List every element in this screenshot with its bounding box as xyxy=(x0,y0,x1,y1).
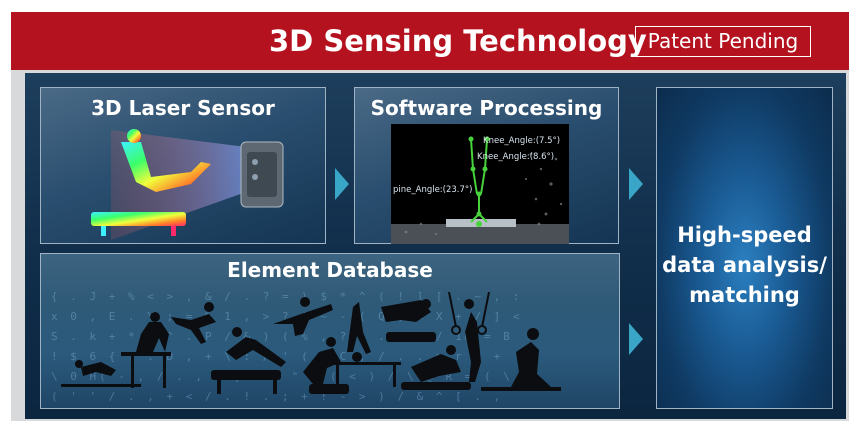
skeleton-tracking-screen: Knee_Angle:(7.5°) Knee_Angle:(8.6°) pine… xyxy=(391,124,569,244)
diagram-panel: 3D Laser Sensor xyxy=(25,73,846,419)
software-processing-box: Software Processing xyxy=(354,87,619,244)
arrow-software-to-analysis xyxy=(629,168,643,200)
result-line-3: matching xyxy=(689,283,800,307)
laser-sensor-box: 3D Laser Sensor xyxy=(40,87,326,244)
laser-sensor-title: 3D Laser Sensor xyxy=(91,96,275,120)
knee-angle-label-2: Knee_Angle:(8.6°) xyxy=(477,152,555,162)
software-processing-title: Software Processing xyxy=(370,96,603,120)
laser-sensor-illustration xyxy=(91,129,284,240)
page-title: 3D Sensing Technology xyxy=(269,24,647,58)
spine-angle-label: pine_Angle:(23.7°) xyxy=(393,185,473,195)
gymnast-silhouettes xyxy=(61,292,561,394)
knee-angle-label-1: Knee_Angle:(7.5°) xyxy=(483,136,561,146)
diagram-stage: 3D Laser Sensor xyxy=(11,70,849,421)
arrow-sensor-to-software xyxy=(335,168,349,200)
header-banner: 3D Sensing Technology Patent Pending xyxy=(11,12,849,70)
analysis-matching-box: High-speed data analysis/ matching xyxy=(656,87,833,409)
gymnast-scan-figure xyxy=(121,142,211,192)
gymnast-scan-head xyxy=(127,129,141,143)
patent-pending-badge: Patent Pending xyxy=(635,26,811,57)
result-line-1: High-speed xyxy=(677,223,812,247)
element-database-box: { . J + % < > , & / . ? = ) $ * ^ ( ! ] … xyxy=(40,253,620,409)
arrow-database-to-analysis xyxy=(629,323,643,355)
element-database-title: Element Database xyxy=(227,258,433,282)
laser-sensor-device-icon xyxy=(240,141,284,208)
pommel-horse-scan xyxy=(91,212,186,226)
result-line-2: data analysis/ xyxy=(662,253,827,277)
analysis-matching-label: High-speed data analysis/ matching xyxy=(657,220,832,310)
skeleton-tracking-visual xyxy=(391,136,569,244)
